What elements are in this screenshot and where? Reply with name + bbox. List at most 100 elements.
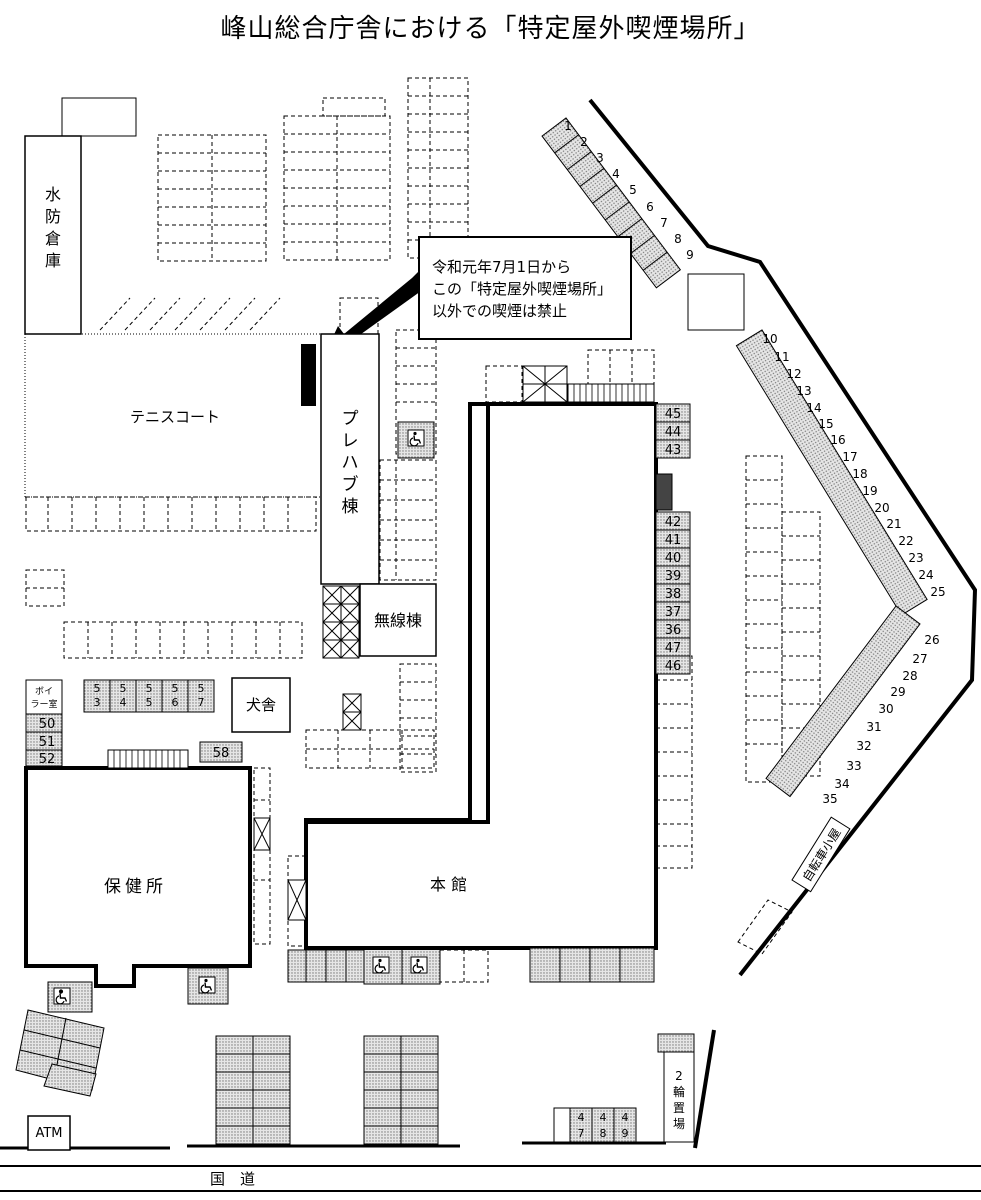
diagonal-parking: [99, 297, 281, 331]
boundary-lower: [693, 1029, 716, 1149]
svg-text:2: 2: [580, 135, 588, 149]
svg-text:無線棟: 無線棟: [374, 611, 422, 630]
svg-text:26: 26: [924, 633, 939, 647]
parking-grid-top: [157, 77, 469, 262]
svg-text:プレハブ棟: プレハブ棟: [342, 409, 359, 517]
svg-text:15: 15: [818, 417, 833, 431]
svg-text:38: 38: [665, 587, 682, 602]
svg-text:51: 51: [39, 735, 56, 750]
parking-53-57: 53 54 55 56 57: [83, 679, 215, 713]
svg-text:46: 46: [665, 659, 682, 674]
svg-text:犬舎: 犬舎: [246, 696, 276, 714]
svg-text:47: 47: [665, 641, 682, 656]
svg-text:28: 28: [902, 669, 917, 683]
svg-text:5: 5: [629, 183, 637, 197]
svg-text:9: 9: [622, 1127, 629, 1140]
wheelchair-icons: [187, 421, 441, 1005]
road-label: 国 道: [210, 1170, 255, 1188]
svg-text:7: 7: [660, 216, 668, 230]
notice-line-3: 以外での喫煙は禁止: [432, 302, 568, 320]
parking-shaded-bottom: [15, 947, 655, 1145]
parking-26-35-labels: 26 27 28 29 30 31 32 33 34 35: [822, 633, 939, 806]
svg-text:34: 34: [834, 777, 849, 791]
svg-text:23: 23: [908, 551, 923, 565]
svg-text:8: 8: [674, 232, 682, 246]
tennis-court: テニスコート: [24, 333, 320, 498]
svg-text:29: 29: [890, 685, 905, 699]
boiler-room: ボイラー室: [25, 679, 63, 715]
tennis-label: テニスコート: [130, 408, 220, 426]
parking-1-9: [541, 117, 682, 289]
parking-10-25: [735, 329, 928, 616]
svg-text:24: 24: [918, 568, 933, 582]
wheelchair-icon: [198, 976, 216, 994]
national-road: 国 道: [0, 1165, 981, 1192]
svg-text:31: 31: [866, 720, 881, 734]
svg-text:5: 5: [94, 682, 101, 695]
svg-text:25: 25: [930, 585, 945, 599]
parking-47-49: 4 7 4 8 4 9: [553, 1107, 637, 1143]
svg-text:43: 43: [665, 443, 682, 458]
shed-right: [687, 273, 745, 331]
wheelchair-icon: [372, 956, 390, 974]
kensha: 犬舎: [231, 677, 291, 733]
svg-text:5: 5: [120, 682, 127, 695]
svg-text:5: 5: [146, 682, 153, 695]
svg-text:44: 44: [665, 425, 682, 440]
shed-top: [61, 97, 137, 137]
svg-text:4: 4: [578, 1111, 585, 1124]
svg-text:5: 5: [146, 696, 153, 709]
svg-text:45: 45: [665, 407, 682, 422]
svg-text:ATM: ATM: [35, 1126, 62, 1141]
svg-text:36: 36: [665, 623, 682, 638]
smoking-notice: 令和元年7月1日から この「特定屋外喫煙場所」 以外での喫煙は禁止: [418, 236, 632, 340]
svg-text:33: 33: [846, 759, 861, 773]
svg-text:32: 32: [856, 739, 871, 753]
svg-text:39: 39: [665, 569, 682, 584]
parking-58: 58: [199, 741, 243, 763]
svg-text:6: 6: [172, 696, 179, 709]
svg-text:水防倉庫: 水防倉庫: [45, 185, 61, 270]
svg-text:4: 4: [120, 696, 127, 709]
svg-text:42: 42: [665, 515, 682, 530]
parking-grid-mid: [25, 297, 821, 955]
svg-text:35: 35: [822, 792, 837, 806]
wheelchair-icon: [410, 956, 428, 974]
parking-36-47: 45 44 43 42 41 40 39 38 37 36 47 46: [655, 403, 691, 675]
parking-50-52: 50 51 52: [25, 713, 63, 767]
wheelchair-icon: [53, 987, 71, 1005]
svg-text:16: 16: [830, 433, 845, 447]
svg-text:21: 21: [886, 517, 901, 531]
frontage-lines: [0, 1141, 666, 1150]
svg-text:4: 4: [622, 1111, 629, 1124]
site-boundary: [588, 98, 978, 977]
svg-text:30: 30: [878, 702, 893, 716]
notice-line-1: 令和元年7月1日から: [432, 258, 572, 276]
notice-line-2: この「特定屋外喫煙場所」: [432, 280, 613, 298]
parking-1-9-labels: 1 2 3 4 5 6 7 8 9: [564, 119, 694, 262]
cross-hatch-boxes: [322, 365, 568, 731]
svg-text:3: 3: [94, 696, 101, 709]
svg-text:13: 13: [796, 384, 811, 398]
wheelchair-icon: [407, 429, 425, 447]
svg-text:27: 27: [912, 652, 927, 666]
svg-text:4: 4: [600, 1111, 607, 1124]
honkan-label: 本 館: [430, 875, 467, 894]
parking-10-25-labels: 10 11 12 13 14 15 16 17 18 19 20 21 22 2…: [762, 332, 945, 599]
svg-text:5: 5: [172, 682, 179, 695]
svg-text:40: 40: [665, 551, 682, 566]
musen-building: 無線棟: [359, 583, 437, 657]
svg-text:50: 50: [39, 717, 56, 732]
smoking-area: [301, 344, 316, 406]
svg-text:11: 11: [774, 350, 789, 364]
svg-text:22: 22: [898, 534, 913, 548]
svg-text:7: 7: [198, 696, 205, 709]
svg-text:8: 8: [600, 1127, 607, 1140]
svg-text:17: 17: [842, 450, 857, 464]
svg-text:7: 7: [578, 1127, 585, 1140]
svg-text:14: 14: [806, 401, 821, 415]
svg-text:18: 18: [852, 467, 867, 481]
atm: ATM: [27, 1115, 71, 1151]
